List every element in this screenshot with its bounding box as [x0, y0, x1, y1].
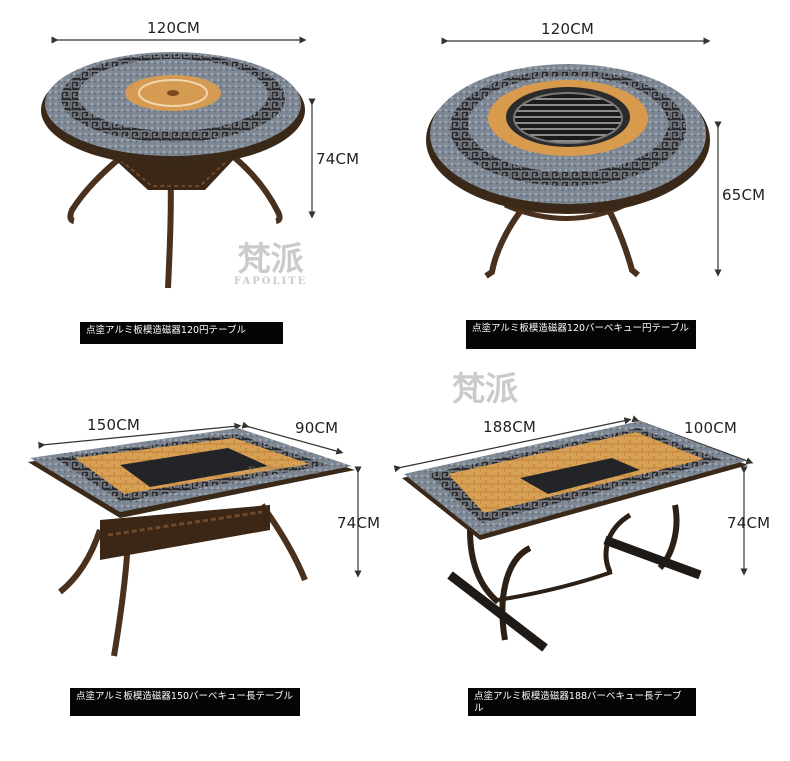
dimension-width-label: 120CM	[541, 20, 595, 38]
product-caption: 点塗アルミ板模造磁器188バーベキュー長テーブル	[468, 688, 696, 716]
brand-watermark: FAPOLITE	[248, 466, 321, 477]
caption-text: 点塗アルミ板模造磁器150バーベキュー長テーブル	[76, 691, 293, 702]
table-round-bbq-120-drawing	[426, 37, 722, 279]
watermark-sub-text: FAPOLITE	[234, 276, 308, 287]
table-round-120-drawing	[41, 36, 316, 289]
brand-watermark: 梵派	[452, 362, 518, 410]
dimension-width-label: 150CM	[87, 416, 141, 434]
dimension-height-label: 74CM	[337, 514, 381, 532]
caption-text: 点塗アルミ板模造磁器120円テーブル	[86, 325, 246, 336]
watermark-brand-text: 梵派	[452, 369, 518, 408]
product-caption: 点塗アルミ板模造磁器150バーベキュー長テーブル	[70, 688, 300, 716]
dimension-height-label: 74CM	[727, 514, 771, 532]
dimension-depth-label: 100CM	[684, 419, 738, 437]
watermark-sub-text: FAPOLITE	[248, 466, 322, 477]
brand-watermark: 梵派 FAPOLITE	[234, 232, 307, 287]
dimension-depth-label: 90CM	[295, 419, 339, 437]
table-rect-bbq-188-drawing	[393, 415, 754, 652]
product-caption: 点塗アルミ板模造磁器120円テーブル	[80, 322, 283, 344]
table-rect-bbq-150-drawing	[28, 421, 362, 657]
dimension-height-label: 74CM	[316, 150, 360, 168]
dimension-height-label: 65CM	[722, 186, 766, 204]
product-caption: 点塗アルミ板模造磁器120バーベキュー円テーブル	[466, 320, 696, 349]
caption-text: 点塗アルミ板模造磁器120バーベキュー円テーブル	[472, 323, 689, 334]
watermark-brand-text: 梵派	[237, 239, 304, 278]
dimension-width-label: 120CM	[147, 19, 201, 37]
dimension-width-label: 188CM	[483, 418, 537, 436]
caption-text: 点塗アルミ板模造磁器188バーベキュー長テーブル	[474, 691, 682, 714]
